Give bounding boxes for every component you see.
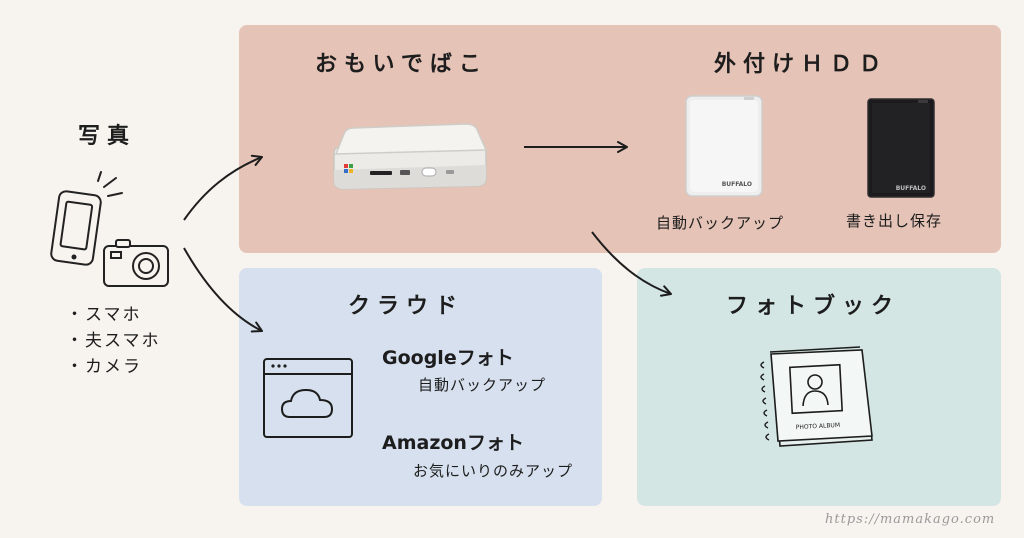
smartphone-icon xyxy=(50,171,123,266)
site-url: https://mamakago.com xyxy=(825,512,996,527)
device-item-smartphone: スマホ xyxy=(66,302,161,328)
cloud-panel xyxy=(239,268,602,506)
photo-album-label: PHOTO ALBUM xyxy=(796,422,841,431)
camera-icon xyxy=(103,239,169,287)
white-hdd-caption: 自動バックアップ xyxy=(656,214,785,232)
photobook-heading: フォトブック xyxy=(726,294,901,319)
google-photos-title: Googleフォト xyxy=(382,347,514,369)
device-list: スマホ 夫スマホ カメラ xyxy=(66,302,161,380)
device-item-husband-smartphone: 夫スマホ xyxy=(66,328,161,354)
google-photos-note: 自動バックアップ xyxy=(418,376,547,394)
black-hdd-image: BUFFALO xyxy=(867,98,935,198)
photo-album-icon: PHOTO ALBUM xyxy=(760,346,873,447)
hdd-brand-black: BUFFALO xyxy=(896,185,926,192)
white-hdd-image: BUFFALO xyxy=(685,95,763,197)
photo-heading: 写真 xyxy=(78,124,137,149)
arrow-to-omoide xyxy=(183,154,263,221)
cloud-heading: クラウド xyxy=(348,294,465,319)
cloud-browser-icon xyxy=(263,358,353,438)
black-hdd-caption: 書き出し保存 xyxy=(846,212,943,230)
device-item-camera: カメラ xyxy=(66,354,161,380)
amazon-photos-note: お気にいりのみアップ xyxy=(413,462,574,480)
arrow-to-cloud xyxy=(183,247,263,333)
arrow-to-photobook xyxy=(591,231,672,297)
hdd-brand-white: BUFFALO xyxy=(722,181,752,188)
omoidebako-device-image xyxy=(333,123,488,190)
omoide-heading: おもいでばこ xyxy=(315,52,488,77)
amazon-photos-title: Amazonフォト xyxy=(382,432,524,454)
hdd-heading: 外付けＨＤＤ xyxy=(714,52,889,77)
